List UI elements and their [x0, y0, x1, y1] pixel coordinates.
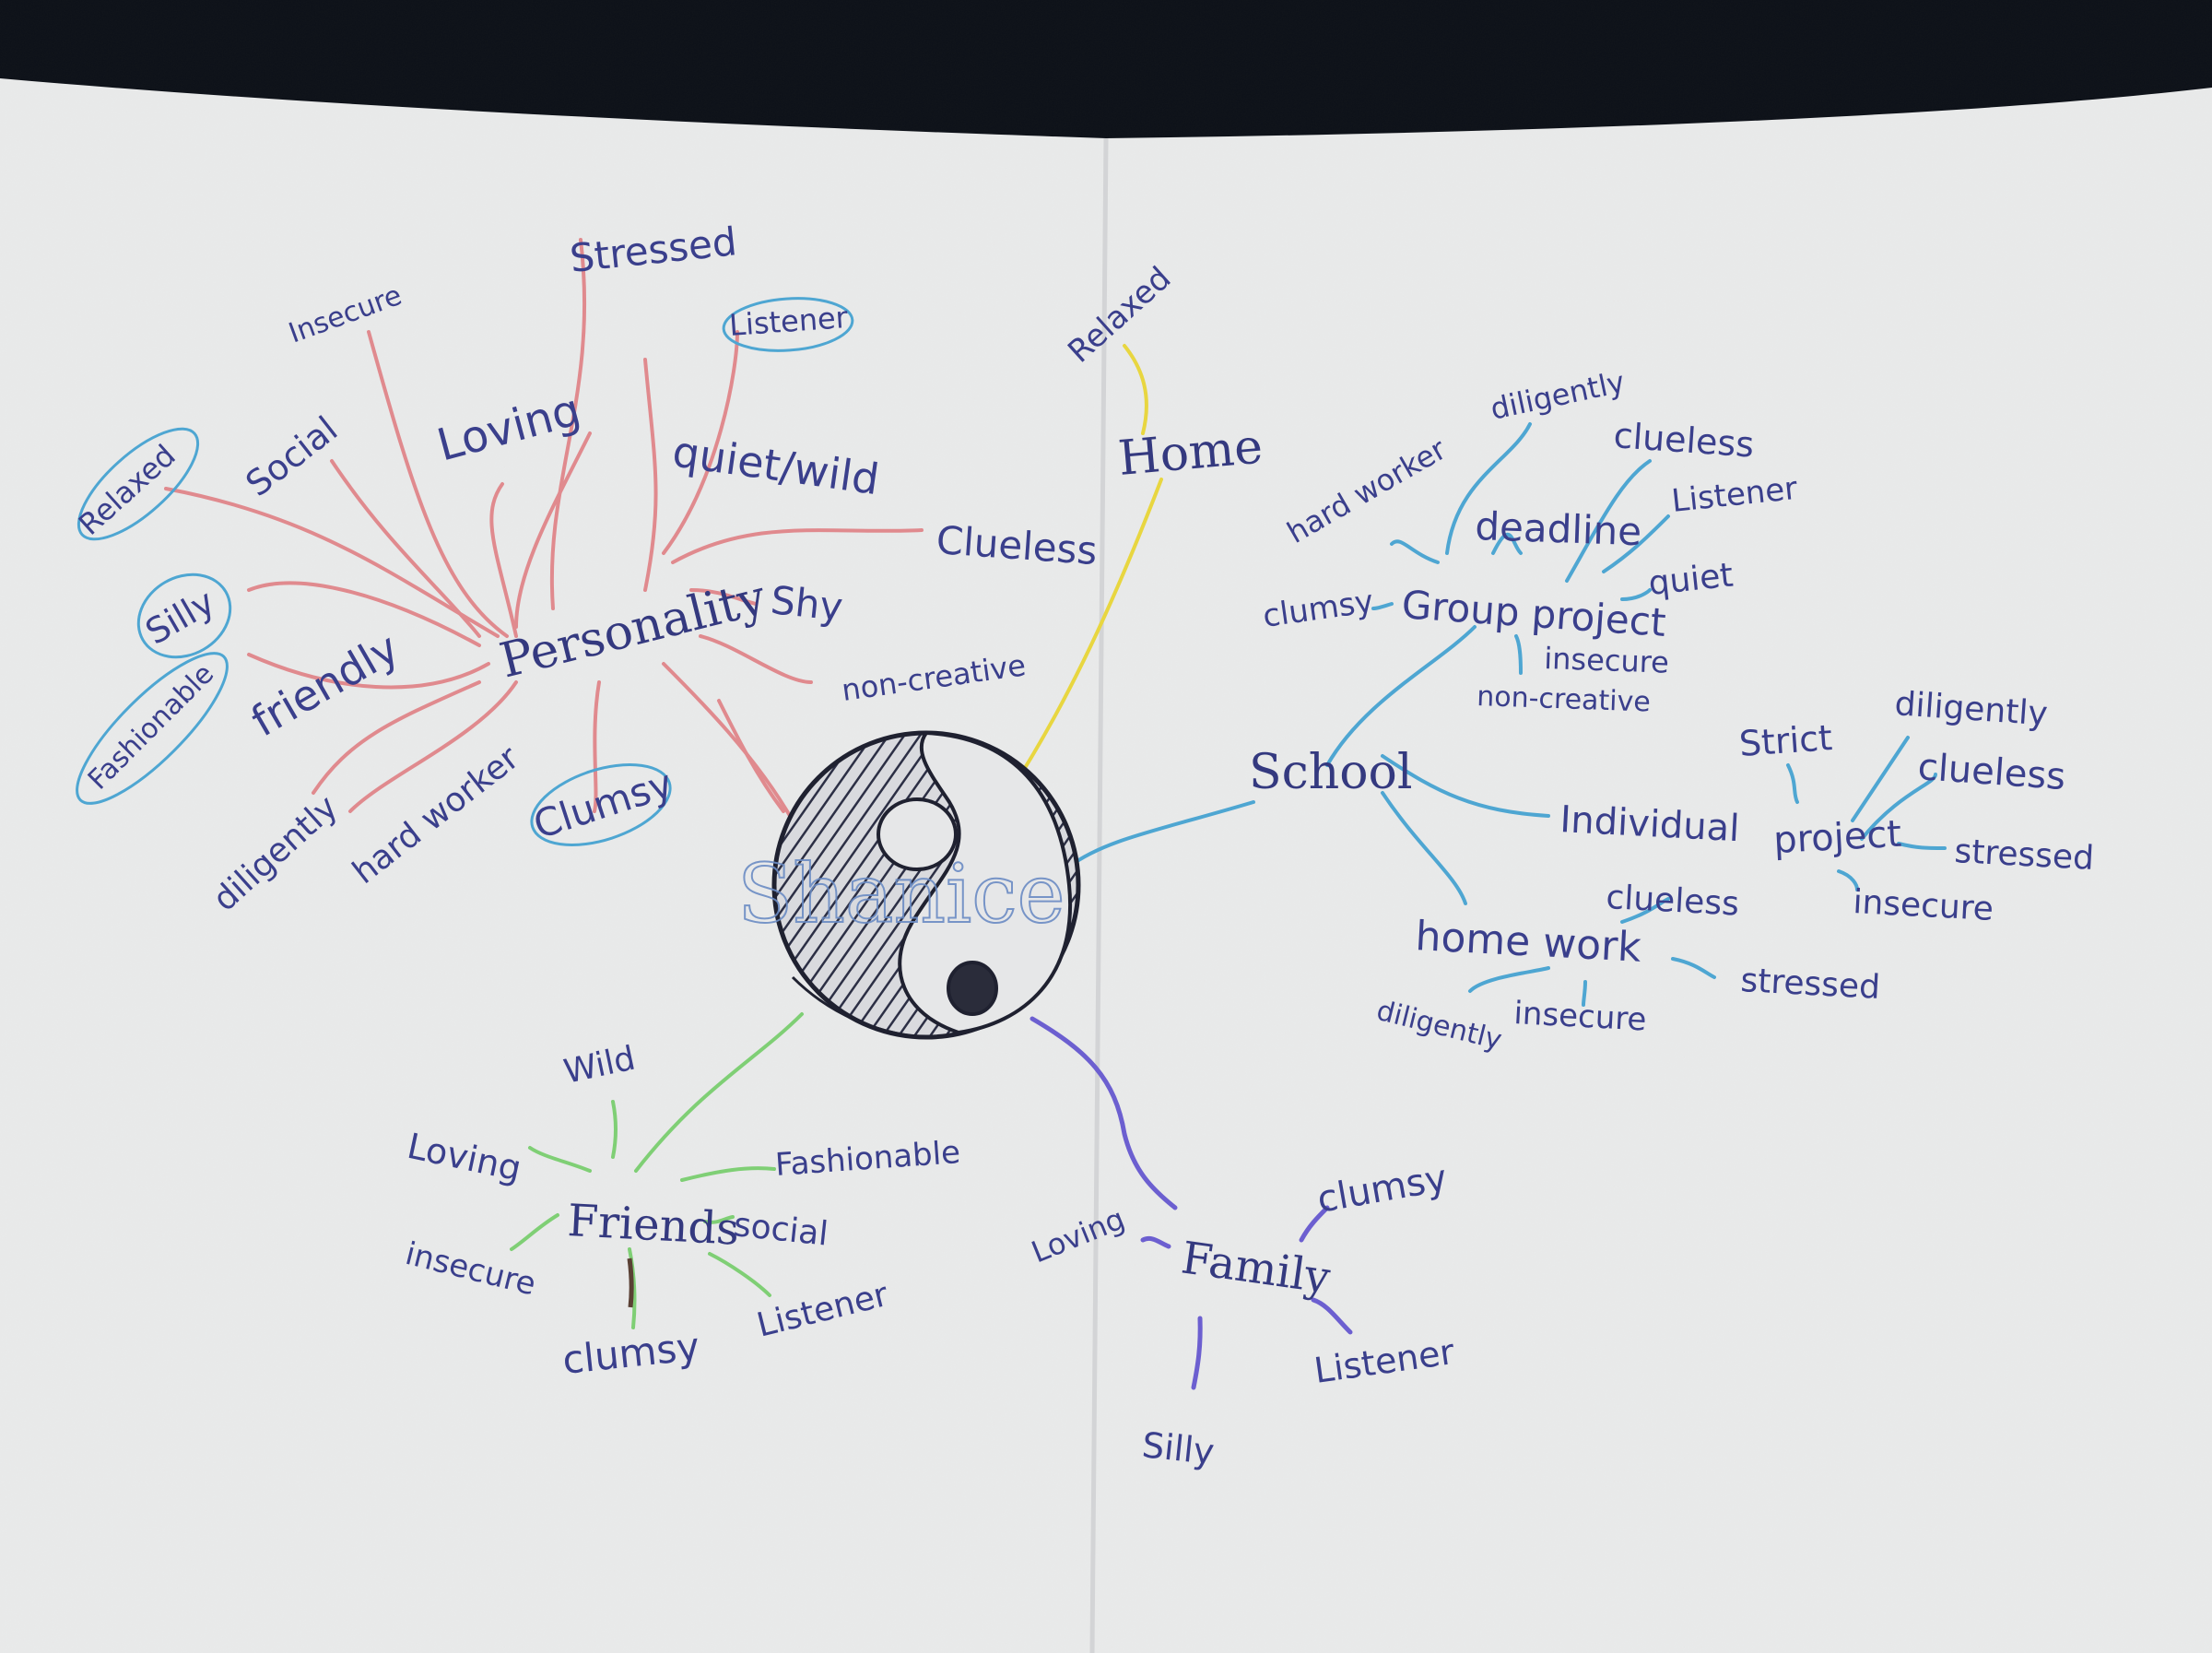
personality-branch	[164, 238, 924, 822]
paper-fold	[1089, 137, 1109, 1653]
word-clueless: Clueless	[935, 517, 1099, 573]
homework-words: clueless stressed diligently insecure	[1373, 879, 1881, 1057]
pr-word-clueless: clueless	[1916, 746, 2066, 798]
home-label: Home	[1116, 419, 1265, 487]
gp-word-non-creative: non-creative	[1477, 680, 1652, 719]
listener-circled: Listener	[722, 297, 854, 352]
school-branch	[1067, 422, 1947, 1007]
friends-label: Friends	[566, 1195, 740, 1256]
gp-word-insecure: insecure	[1544, 641, 1670, 680]
friends-branch	[510, 1012, 804, 1329]
project-words: Strict diligently clueless stressed inse…	[1738, 685, 2095, 928]
gp-word-quiet: quiet	[1647, 557, 1735, 603]
school-label: School	[1249, 745, 1412, 800]
pr-word-strict: Strict	[1738, 717, 1834, 764]
word-listener: Listener	[728, 300, 850, 343]
home-branch	[1007, 344, 1163, 795]
fa-word-silly: Silly	[1140, 1424, 1216, 1472]
hw-word-stressed: stressed	[1740, 962, 1881, 1007]
gp-word-deadline: deadline	[1475, 503, 1642, 554]
project-label: project	[1772, 813, 1902, 862]
gp-word-clueless: clueless	[1612, 415, 1755, 466]
pr-word-stressed: stressed	[1954, 832, 2095, 878]
hw-word-clueless: clueless	[1606, 879, 1740, 924]
center-label: Shanice	[737, 846, 1065, 941]
word-shy: Shy	[769, 577, 845, 630]
family-branch	[1030, 1016, 1353, 1390]
hw-word-insecure: insecure	[1513, 995, 1648, 1038]
pr-word-insecure: insecure	[1853, 883, 1994, 928]
yin-yang-drawing	[771, 730, 1081, 1040]
individual-label: Individual	[1559, 798, 1740, 850]
